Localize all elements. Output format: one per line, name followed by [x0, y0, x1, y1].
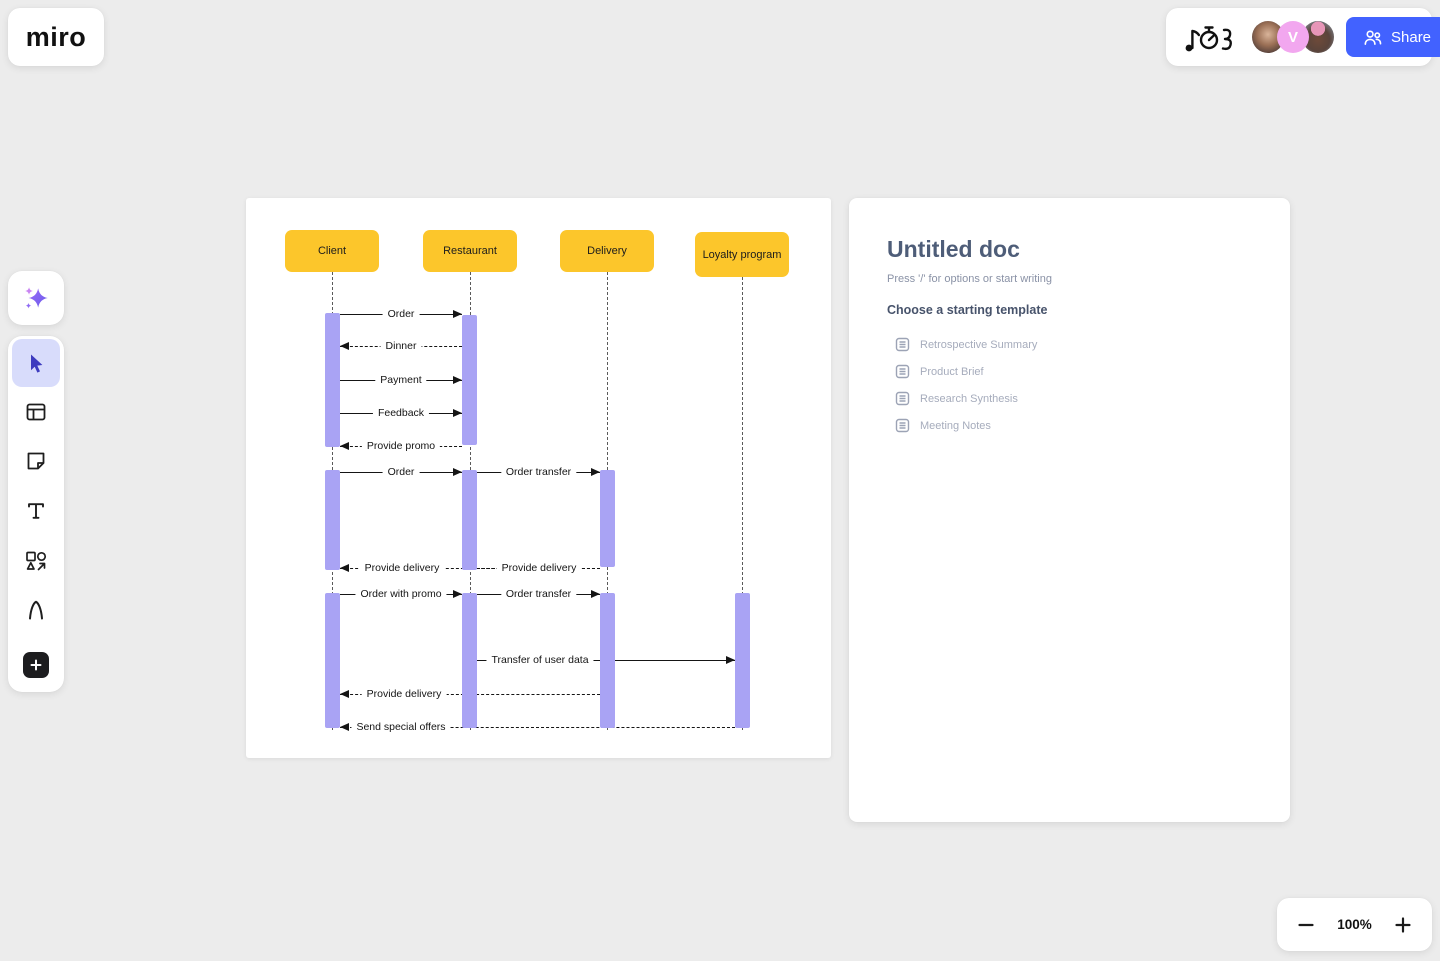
activation-bar[interactable] — [325, 313, 340, 447]
arrowhead-icon — [453, 376, 462, 384]
tool-shapes[interactable] — [12, 537, 60, 585]
document-icon — [895, 391, 910, 406]
avatar-initial[interactable]: V — [1277, 21, 1309, 53]
message-label[interactable]: Payment — [375, 374, 427, 386]
shapes-icon — [26, 551, 47, 571]
template-label: Research Synthesis — [920, 392, 1018, 405]
doc-placeholder[interactable]: Press '/' for options or start writing — [887, 273, 1052, 285]
zoom-in-button[interactable] — [1394, 916, 1412, 934]
template-item-meeting-notes[interactable]: Meeting Notes — [895, 412, 1252, 439]
plus-icon — [1395, 916, 1411, 933]
tool-sticky-note[interactable] — [12, 437, 60, 485]
document-icon — [895, 364, 910, 379]
arrowhead-icon — [453, 590, 462, 598]
pen-icon — [29, 600, 43, 620]
doc-title[interactable]: Untitled doc — [887, 236, 1020, 262]
activation-bar[interactable] — [600, 470, 615, 567]
arrowhead-icon — [340, 442, 349, 450]
arrowhead-icon — [453, 468, 462, 476]
zoom-level[interactable]: 100% — [1337, 917, 1372, 932]
collaborator-avatars: V — [1252, 21, 1334, 53]
actor-box[interactable]: Restaurant — [423, 230, 517, 272]
activation-bar[interactable] — [462, 593, 477, 728]
tool-pen[interactable] — [12, 586, 60, 634]
share-label: Share — [1391, 28, 1432, 46]
lifeline — [742, 277, 743, 730]
actor-box[interactable]: Delivery — [560, 230, 654, 272]
plus-icon — [23, 652, 49, 678]
templates-icon — [26, 403, 46, 421]
message-label[interactable]: Order with promo — [355, 588, 447, 600]
miro-logo: miro — [25, 21, 87, 52]
message-label[interactable]: Order transfer — [500, 588, 577, 600]
miro-logo-button[interactable]: miro — [8, 8, 104, 66]
sticky-note-icon — [27, 452, 45, 470]
message-label[interactable]: Provide delivery — [359, 562, 445, 574]
tool-rail — [8, 336, 64, 692]
message-label[interactable]: Feedback — [372, 407, 430, 419]
message-label[interactable]: Transfer of user data — [486, 654, 594, 666]
arrowhead-icon — [340, 723, 349, 731]
zoom-out-button[interactable] — [1297, 916, 1315, 934]
document-icon — [895, 418, 910, 433]
tool-add-more[interactable] — [12, 641, 60, 689]
message-label[interactable]: Send special offers — [351, 721, 451, 733]
arrowhead-icon — [340, 564, 349, 572]
actor-box[interactable]: Client — [285, 230, 379, 272]
message-label[interactable]: Provide delivery — [361, 688, 447, 700]
tool-templates[interactable] — [12, 388, 60, 436]
zoom-control: 100% — [1277, 898, 1432, 951]
arrowhead-icon — [591, 468, 600, 476]
template-label: Retrospective Summary — [920, 338, 1038, 351]
arrowhead-icon — [726, 656, 735, 664]
ai-assistant-button[interactable] — [8, 271, 64, 325]
activation-bar[interactable] — [325, 470, 340, 570]
ai-sparkles-icon — [25, 287, 48, 309]
activation-bar[interactable] — [325, 593, 340, 728]
arrowhead-icon — [340, 690, 349, 698]
template-label: Product Brief — [920, 365, 984, 378]
template-label: Meeting Notes — [920, 419, 991, 432]
template-item-retrospective-summary[interactable]: Retrospective Summary — [895, 331, 1252, 358]
arrowhead-icon — [340, 342, 349, 350]
template-item-research-synthesis[interactable]: Research Synthesis — [895, 385, 1252, 412]
tool-text[interactable] — [12, 487, 60, 535]
document-icon — [895, 337, 910, 352]
minus-icon — [1298, 923, 1314, 926]
share-people-icon — [1364, 29, 1382, 45]
activation-bar[interactable] — [462, 470, 477, 570]
arrowhead-icon — [453, 409, 462, 417]
tool-select[interactable] — [12, 339, 60, 387]
text-icon — [28, 503, 44, 519]
hand-drawn-doodle — [1185, 26, 1232, 52]
message-label[interactable]: Provide delivery — [496, 562, 582, 574]
templates-heading: Choose a starting template — [887, 303, 1048, 317]
top-right-bar: V Share — [1166, 8, 1440, 66]
doc-panel[interactable]: Untitled doc Press '/' for options or st… — [849, 198, 1290, 822]
cursor-icon — [31, 354, 43, 373]
share-button[interactable]: Share — [1346, 17, 1440, 57]
arrowhead-icon — [591, 590, 600, 598]
message-line[interactable] — [340, 727, 735, 728]
activation-bar[interactable] — [462, 315, 477, 445]
message-label[interactable]: Order — [382, 466, 420, 478]
message-label[interactable]: Order — [382, 308, 420, 320]
template-item-product-brief[interactable]: Product Brief — [895, 358, 1252, 385]
message-label[interactable]: Provide promo — [361, 440, 441, 452]
message-label[interactable]: Order transfer — [500, 466, 577, 478]
actor-box[interactable]: Loyalty program — [695, 232, 789, 277]
message-label[interactable]: Dinner — [380, 340, 422, 352]
arrowhead-icon — [453, 310, 462, 318]
activation-bar[interactable] — [600, 593, 615, 728]
activation-bar[interactable] — [735, 593, 750, 728]
